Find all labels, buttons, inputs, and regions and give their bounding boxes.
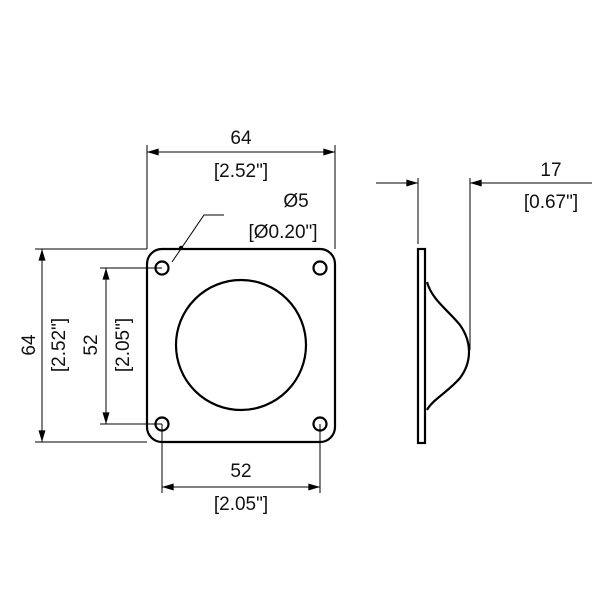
width-in-label: [2.52"]	[214, 161, 268, 182]
hole-spacing-vertical-dimension: 52 [2.05"]	[81, 267, 162, 425]
hole-spacing-horizontal-dimension: 52 [2.05"]	[161, 424, 321, 515]
height-in-label: [2.52"]	[49, 318, 70, 372]
center-opening	[174, 278, 308, 412]
hole-spacing-v-in-label: [2.05"]	[113, 318, 134, 372]
side-bulge	[425, 281, 471, 411]
plate-outline	[145, 247, 337, 444]
hole-spacing-h-in-label: [2.05"]	[214, 494, 268, 515]
depth-in-label: [0.67"]	[524, 192, 578, 213]
width-mm-label: 64	[230, 128, 252, 149]
hole-dia-mm-label: Ø5	[283, 191, 308, 212]
hole-spacing-v-mm-label: 52	[81, 334, 102, 355]
hole-dia-in-label: [Ø0.20"]	[248, 222, 317, 243]
depth-mm-label: 17	[540, 160, 561, 181]
side-view: 17 [0.67"]	[376, 160, 592, 445]
side-plate	[416, 247, 427, 445]
front-view: 64 [2.52"] Ø5 [Ø0.20"] 64 [2.52"] 52 [2.…	[19, 128, 337, 515]
height-mm-label: 64	[19, 334, 40, 356]
mount-hole-tr	[312, 260, 328, 276]
depth-dimension: 17 [0.67"]	[376, 160, 592, 350]
height-dimension: 64 [2.52"]	[19, 248, 147, 443]
hole-diameter-callout: Ø5 [Ø0.20"]	[171, 191, 318, 263]
hole-spacing-h-mm-label: 52	[230, 461, 251, 482]
width-dimension: 64 [2.52"]	[146, 128, 336, 249]
